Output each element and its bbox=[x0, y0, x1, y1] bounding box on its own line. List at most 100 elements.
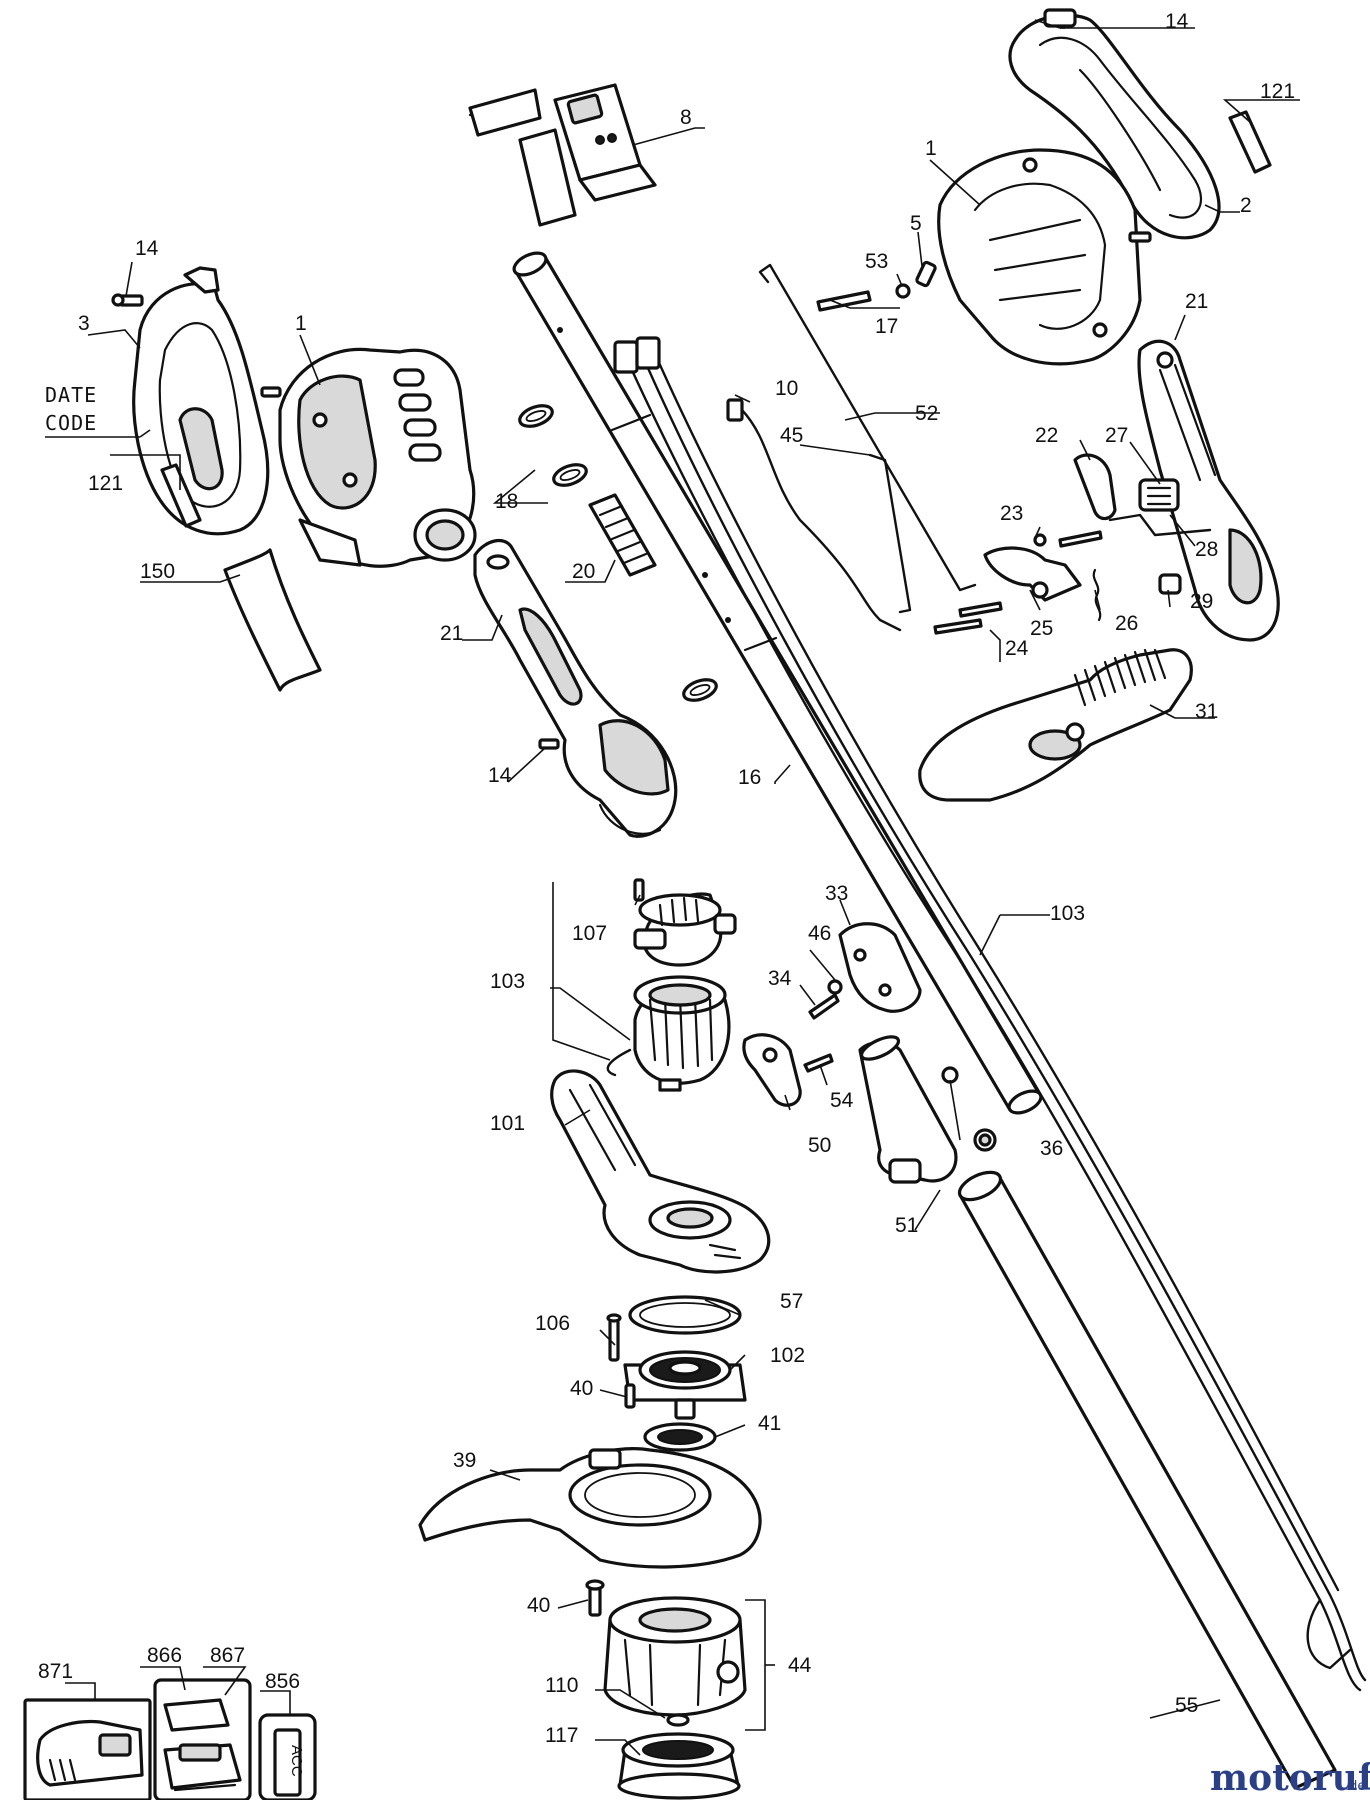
watermark-suffix: .de bbox=[1345, 1779, 1365, 1794]
watermark-logo: motoruf .de bbox=[1210, 1757, 1370, 1799]
lbl-121a: 121 bbox=[1260, 80, 1295, 103]
part-55-lower-shaft bbox=[957, 1170, 1337, 1790]
lbl-28: 28 bbox=[1195, 538, 1218, 561]
lbl-106: 106 bbox=[535, 1312, 570, 1335]
part-3-housing-cover-left bbox=[132, 266, 270, 536]
part-52-rod bbox=[758, 263, 977, 592]
lbl-18: 18 bbox=[495, 490, 518, 513]
part-21-front-handle bbox=[473, 538, 678, 838]
lbl-34: 34 bbox=[768, 967, 792, 990]
lbl-3: 3 bbox=[78, 312, 90, 335]
part-40-screw-lower bbox=[585, 1579, 605, 1617]
lbl-17: 17 bbox=[875, 315, 898, 338]
leader-lines bbox=[65, 19, 1300, 1756]
date-code-line-1: DATE bbox=[45, 383, 97, 407]
part-25-lock-off-lever bbox=[983, 546, 1082, 602]
part-50-clamp-half bbox=[742, 1033, 802, 1107]
part-29-clip bbox=[1158, 573, 1182, 595]
part-1-handle-housing bbox=[278, 347, 477, 568]
part-57-gasket bbox=[628, 1295, 742, 1335]
lbl-40a: 40 bbox=[570, 1377, 593, 1400]
part-22-trigger-lever bbox=[1073, 453, 1117, 521]
part-18-o-rings bbox=[518, 404, 718, 702]
lbl-23: 23 bbox=[1000, 502, 1023, 525]
part-150-label-sheet bbox=[223, 548, 322, 692]
part-107-motor-cap bbox=[633, 892, 737, 967]
part-8-switch-module bbox=[468, 83, 657, 227]
lbl-44: 44 bbox=[788, 1654, 812, 1677]
lbl-8: 8 bbox=[680, 106, 692, 129]
accessory-871-charger-frame bbox=[23, 1698, 152, 1800]
part-110-nut bbox=[666, 1713, 690, 1727]
watermark-main: motoruf bbox=[1210, 1757, 1370, 1799]
lbl-867: 867 bbox=[210, 1644, 245, 1667]
part-screw-motor bbox=[633, 878, 645, 902]
lbl-14b: 14 bbox=[135, 237, 159, 260]
part-40-screw-upper bbox=[624, 1383, 636, 1409]
lbl-24: 24 bbox=[1005, 637, 1029, 660]
lbl-50: 50 bbox=[808, 1134, 831, 1157]
part-54-screw bbox=[803, 1053, 834, 1073]
lbl-41: 41 bbox=[758, 1412, 781, 1435]
lbl-2: 2 bbox=[1240, 194, 1252, 217]
part-106-bolt bbox=[606, 1313, 622, 1362]
part-20-grip-insert bbox=[588, 493, 657, 577]
lbl-22: 22 bbox=[1035, 424, 1058, 447]
part-1-housing-right bbox=[937, 148, 1152, 366]
lbl-121b: 121 bbox=[88, 472, 123, 495]
lbl-856: 856 bbox=[265, 1670, 300, 1693]
lbl-150: 150 bbox=[140, 560, 175, 583]
lbl-21b: 21 bbox=[440, 622, 463, 645]
lbl-103a: 103 bbox=[1050, 902, 1085, 925]
part-27-switch-actuator bbox=[1138, 478, 1180, 512]
lbl-27: 27 bbox=[1105, 424, 1128, 447]
lbl-871: 871 bbox=[38, 1660, 73, 1683]
lbl-107: 107 bbox=[572, 922, 607, 945]
part-23-spring-pin bbox=[1033, 530, 1103, 548]
part-36-screw bbox=[941, 1066, 959, 1084]
lbl-1b: 1 bbox=[295, 312, 307, 335]
accessory-856-case-frame bbox=[258, 1713, 317, 1800]
lbl-51: 51 bbox=[895, 1214, 918, 1237]
lbl-39: 39 bbox=[453, 1449, 476, 1472]
lbl-103b: 103 bbox=[490, 970, 525, 993]
part-10-lead-wire bbox=[726, 398, 902, 632]
lbl-55: 55 bbox=[1175, 1694, 1198, 1717]
part-103-motor bbox=[606, 975, 731, 1092]
part-117-spool bbox=[617, 1732, 741, 1800]
part-28-linkage bbox=[1108, 513, 1212, 537]
part-44-spool-housing bbox=[603, 1596, 747, 1717]
lbl-57: 57 bbox=[780, 1290, 803, 1313]
date-code-line-2: CODE bbox=[45, 411, 97, 435]
battery-pack-label: ACC bbox=[288, 1745, 305, 1777]
lbl-21a: 21 bbox=[1185, 290, 1208, 313]
part-21-rear-handle bbox=[1137, 339, 1280, 642]
part-34-screw bbox=[808, 993, 840, 1020]
lbl-20: 20 bbox=[572, 560, 595, 583]
lbl-5: 5 bbox=[910, 212, 922, 235]
lbl-40b: 40 bbox=[527, 1594, 550, 1617]
lbl-45: 45 bbox=[780, 424, 803, 447]
lbl-1a: 1 bbox=[925, 137, 937, 160]
lbl-117: 117 bbox=[545, 1724, 578, 1747]
lbl-102: 102 bbox=[770, 1344, 805, 1367]
lbl-26: 26 bbox=[1115, 612, 1138, 635]
part-5-nut bbox=[915, 260, 937, 288]
lbl-101: 101 bbox=[490, 1112, 525, 1135]
part-16-upper-shaft bbox=[512, 251, 1043, 1115]
part-51-tube-clamp bbox=[858, 1035, 997, 1184]
lbl-36: 36 bbox=[1040, 1137, 1063, 1160]
lbl-46: 46 bbox=[808, 922, 831, 945]
part-46-washer bbox=[827, 979, 843, 995]
lbl-110: 110 bbox=[545, 1674, 578, 1697]
part-14-screw-left bbox=[111, 293, 144, 307]
lbl-16: 16 bbox=[738, 766, 761, 789]
lbl-33: 33 bbox=[825, 882, 848, 905]
part-45-spring-wire bbox=[868, 453, 912, 614]
part-14-screw-housing bbox=[260, 386, 282, 398]
part-41-bearing bbox=[643, 1422, 717, 1452]
lbl-14c: 14 bbox=[488, 764, 512, 787]
part-53-set-screw bbox=[895, 283, 911, 299]
lbl-31: 31 bbox=[1195, 700, 1218, 723]
